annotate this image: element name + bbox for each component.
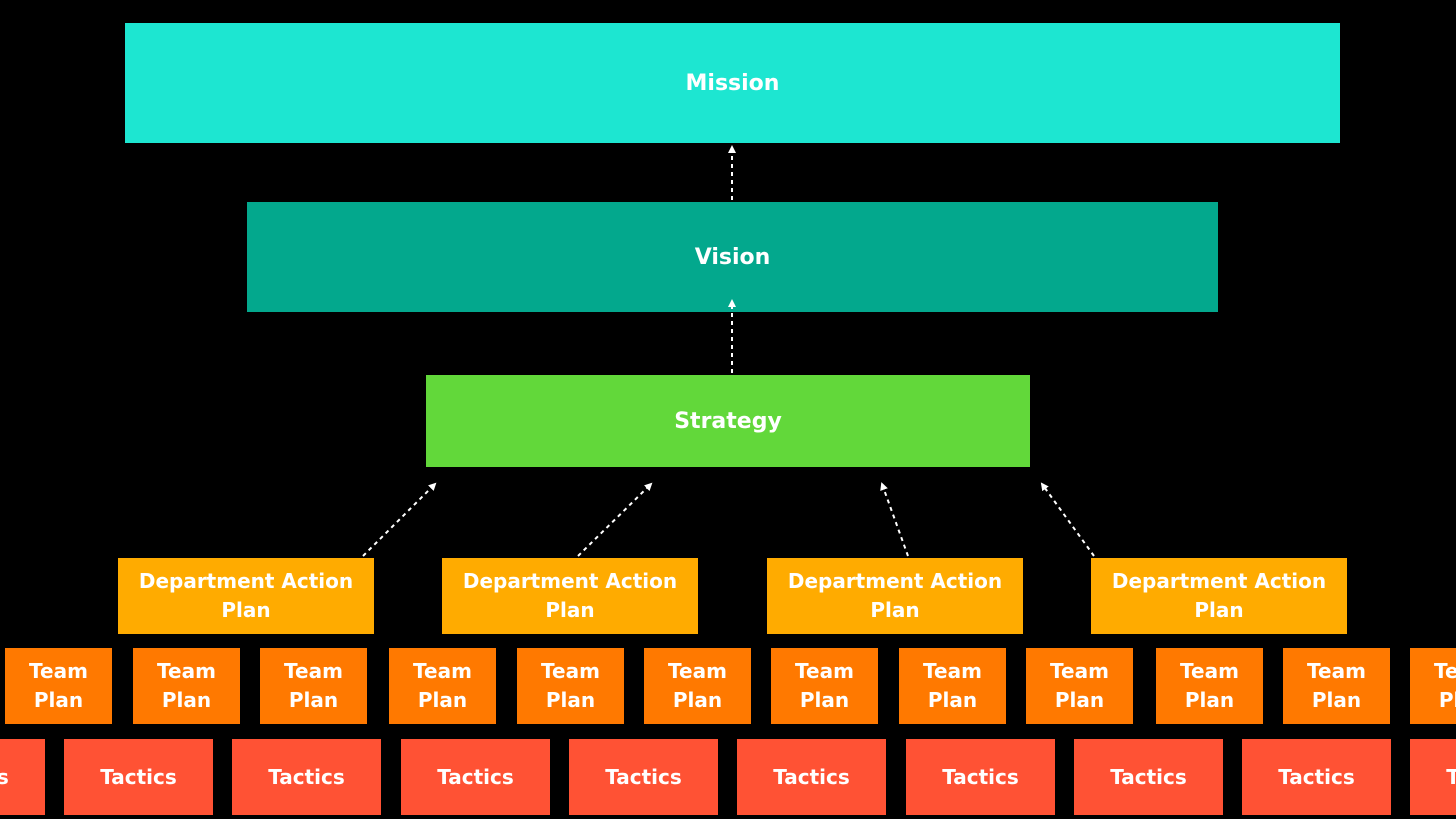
team-plan-box: Team Plan xyxy=(517,648,624,724)
tactics-label: Tactics xyxy=(1446,765,1456,789)
arrow-department-to-strategy xyxy=(577,482,653,557)
tactics-label: Tactics xyxy=(1110,765,1187,789)
strategy-box: Strategy xyxy=(426,375,1030,467)
tactics-box: Tactics xyxy=(1242,739,1391,815)
tactics-box: Tactics xyxy=(0,739,45,815)
team-plan-label: Team Plan xyxy=(923,659,982,712)
department-action-plan-box: Department Action Plan xyxy=(442,558,698,634)
team-plan-label: Team Plan xyxy=(1050,659,1109,712)
department-action-plan-label: Department Action Plan xyxy=(787,569,1003,622)
tactics-box: Tactics xyxy=(737,739,886,815)
team-plan-box: Team Plan xyxy=(1283,648,1390,724)
tactics-box: Tactics xyxy=(1074,739,1223,815)
team-plan-label: Team Plan xyxy=(541,659,600,712)
tactics-box: Tactics xyxy=(401,739,550,815)
team-plan-label: Team Plan xyxy=(29,659,88,712)
department-action-plan-box: Department Action Plan xyxy=(118,558,374,634)
department-action-plan-label: Department Action Plan xyxy=(462,569,678,622)
mission-label: Mission xyxy=(685,70,780,96)
vision-box: Vision xyxy=(247,202,1218,312)
strategy-label: Strategy xyxy=(674,408,782,434)
tactics-label: Tactics xyxy=(1278,765,1355,789)
team-plan-box: Team Plan xyxy=(771,648,878,724)
team-plan-box: Team Plan xyxy=(133,648,240,724)
arrow-department-to-strategy xyxy=(1040,482,1095,557)
tactics-label: Tactics xyxy=(605,765,682,789)
tactics-label: Tactics xyxy=(437,765,514,789)
tactics-label: Tactics xyxy=(100,765,177,789)
team-plan-label: Team Plan xyxy=(413,659,472,712)
team-plan-box: Team Plan xyxy=(899,648,1006,724)
team-plan-box: Team Plan xyxy=(644,648,751,724)
department-action-plan-label: Department Action Plan xyxy=(1111,569,1327,622)
tactics-label: Tactics xyxy=(268,765,345,789)
department-action-plan-box: Department Action Plan xyxy=(1091,558,1347,634)
team-plan-label: Team Plan xyxy=(795,659,854,712)
team-plan-box: Team Plan xyxy=(1156,648,1263,724)
team-plan-box: Team Plan xyxy=(5,648,112,724)
vision-label: Vision xyxy=(694,244,771,270)
team-plan-label: Team Plan xyxy=(157,659,216,712)
team-plan-label: Team Plan xyxy=(1180,659,1239,712)
tactics-box: Tactics xyxy=(232,739,381,815)
department-action-plan-label: Department Action Plan xyxy=(138,569,354,622)
tactics-label: Tactics xyxy=(942,765,1019,789)
tactics-label: Tactics xyxy=(773,765,850,789)
team-plan-box: Team Plan xyxy=(1026,648,1133,724)
team-plan-box: Team Plan xyxy=(260,648,367,724)
tactics-box: Tactics xyxy=(1410,739,1456,815)
department-action-plan-box: Department Action Plan xyxy=(767,558,1023,634)
team-plan-box: Team Plan xyxy=(389,648,496,724)
tactics-box: Tactics xyxy=(64,739,213,815)
arrow-department-to-strategy xyxy=(362,482,437,557)
tactics-label: Tactics xyxy=(0,765,9,789)
arrow-department-to-strategy xyxy=(880,482,909,557)
team-plan-label: Team Plan xyxy=(668,659,727,712)
team-plan-box: Team Plan xyxy=(1410,648,1456,724)
mission-box: Mission xyxy=(125,23,1340,143)
tactics-box: Tactics xyxy=(569,739,718,815)
team-plan-label: Team Plan xyxy=(1434,659,1456,712)
team-plan-label: Team Plan xyxy=(1307,659,1366,712)
team-plan-label: Team Plan xyxy=(284,659,343,712)
tactics-box: Tactics xyxy=(906,739,1055,815)
